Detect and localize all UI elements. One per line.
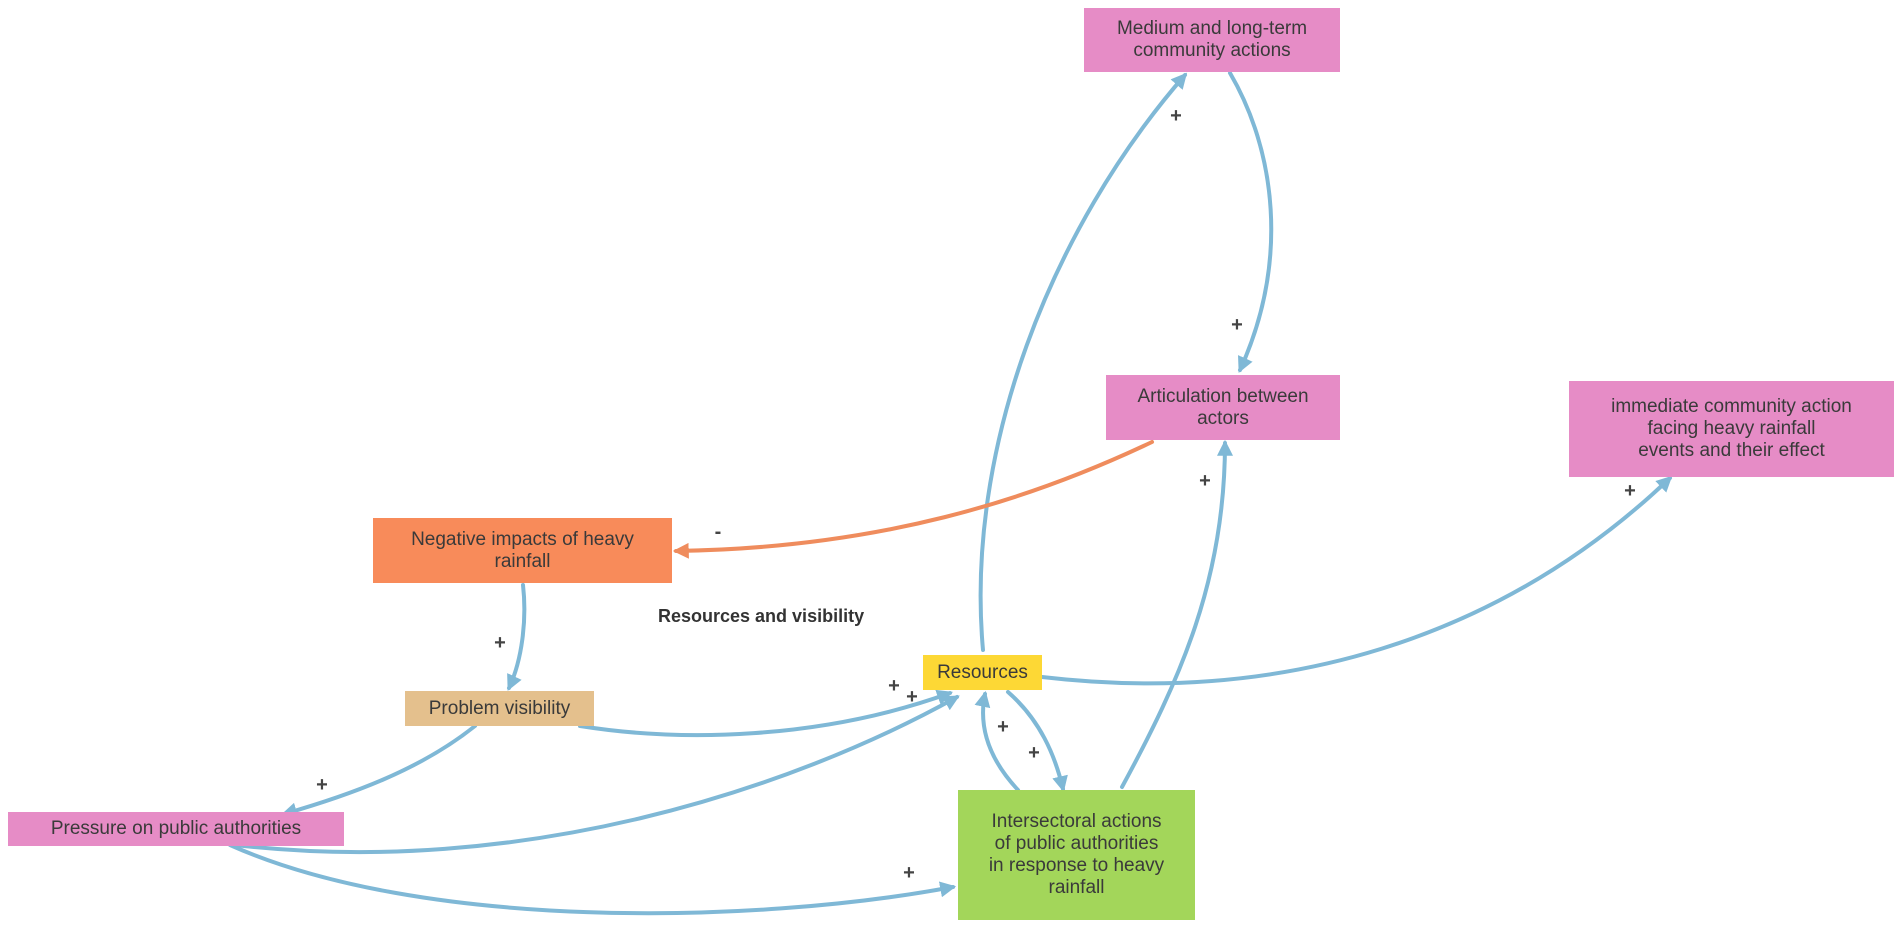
polarity-label: + <box>906 686 918 708</box>
node-medium-long-term-actions: Medium and long-term community actions <box>1084 8 1340 72</box>
node-articulation-between-actors: Articulation between actors <box>1106 375 1340 440</box>
link-intersectoral-to-articulation <box>1120 439 1233 789</box>
polarity-label: + <box>888 675 900 697</box>
diagram-title: Resources and visibility <box>658 606 865 626</box>
polarity-label: + <box>997 716 1009 738</box>
link-problem-visibility-to-resources <box>578 689 954 738</box>
node-problem-visibility: Problem visibility <box>405 691 594 726</box>
polarity-label: + <box>1199 470 1211 492</box>
link-resources-to-immediate-action <box>1040 475 1673 686</box>
node-intersectoral-actions: Intersectoral actions of public authorit… <box>958 790 1195 920</box>
polarity-label: + <box>1624 480 1636 502</box>
node-pressure-on-public-authorities: Pressure on public authorities <box>8 812 344 846</box>
link-intersectoral-to-resources <box>974 690 1020 792</box>
link-negative-impacts-to-problem-visibility <box>507 583 527 691</box>
node-immediate-community-action: immediate community action facing heavy … <box>1569 381 1894 477</box>
link-resources-to-intersectoral <box>1006 690 1068 793</box>
polarity-label: + <box>1170 105 1182 127</box>
polarity-label: + <box>1028 742 1040 764</box>
polarity-label: + <box>316 774 328 796</box>
node-negative-impacts: Negative impacts of heavy rainfall <box>373 518 672 583</box>
link-pressure-to-intersectoral <box>228 843 957 916</box>
polarity-label: - <box>714 521 722 543</box>
link-resources-to-medium-long-term <box>978 72 1188 652</box>
link-pressure-to-resources <box>233 695 960 855</box>
link-problem-visibility-to-pressure <box>280 724 477 819</box>
link-articulation-to-negative-impacts <box>672 440 1154 559</box>
polarity-label: + <box>494 632 506 654</box>
polarity-label: + <box>1231 314 1243 336</box>
polarity-label: + <box>903 862 915 884</box>
link-medium-long-term-to-articulation <box>1228 71 1274 373</box>
node-resources: Resources <box>923 655 1042 690</box>
